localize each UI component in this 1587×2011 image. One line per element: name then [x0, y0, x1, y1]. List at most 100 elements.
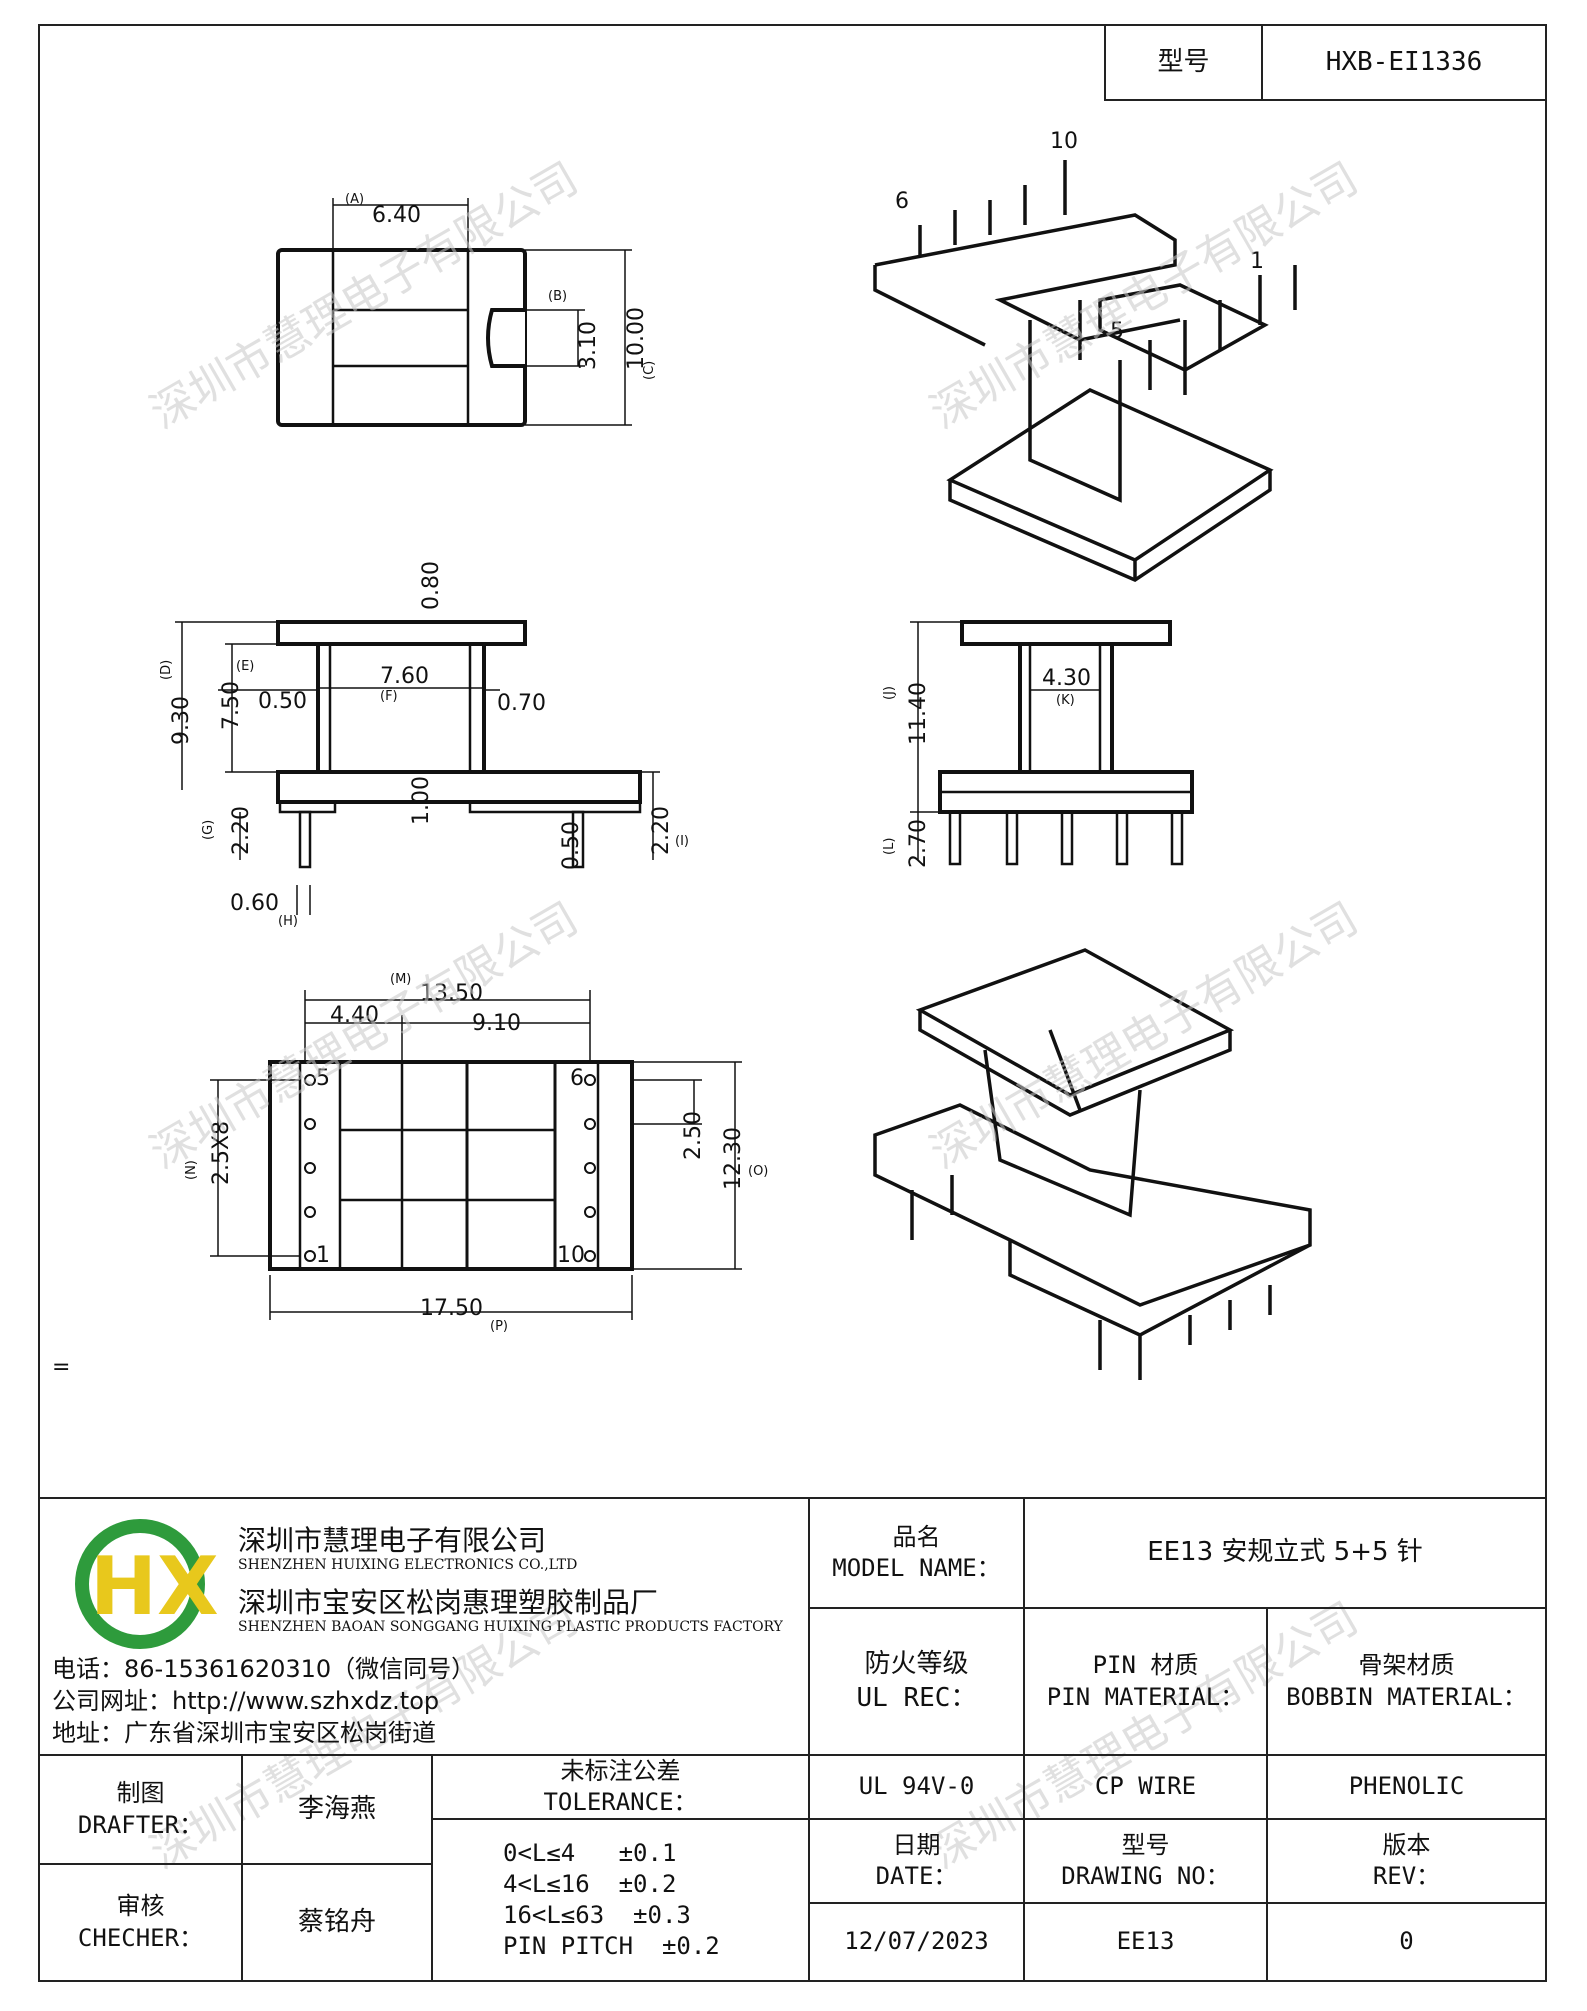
logo-text: HX	[90, 1540, 219, 1633]
checker-name-cell: 蔡铭舟	[241, 1863, 433, 1982]
pin-6-label: 6	[570, 1066, 584, 1091]
dim-k: 4.30	[1042, 666, 1091, 691]
dim-d-tag: (D)	[159, 660, 174, 680]
tolerance-row: 0<L≤4 ±0.1	[503, 1838, 677, 1867]
model-name-value: EE13 安规立式 5+5 针	[1147, 1537, 1423, 1568]
dim-b: 3.10	[576, 321, 601, 370]
front-view	[175, 620, 660, 915]
dim-k-tag: (K)	[1056, 693, 1075, 708]
dim-bottom-w1: 4.40	[330, 1003, 379, 1028]
dim-mid: 1.00	[409, 776, 434, 825]
dim-f-tag: (F)	[380, 689, 398, 704]
dim-c-tag: (C)	[642, 361, 657, 380]
bobbin-value: PHENOLIC	[1348, 1772, 1465, 1801]
fire-cn: 防火等级	[864, 1648, 969, 1679]
bobbin-en: BOBBIN MATERIAL：	[1286, 1682, 1527, 1711]
dim-j: 11.40	[906, 682, 931, 745]
tolerance-rows-cell: 0<L≤4 ±0.1 4<L≤16 ±0.2 16<L≤63 ±0.3 PIN …	[431, 1818, 810, 1982]
drafter-name-cell: 李海燕	[241, 1754, 433, 1865]
pin-cn: PIN 材质	[1092, 1651, 1199, 1680]
bottom-view-dims	[210, 990, 742, 1320]
factory-en: SHENZHEN BAOAN SONGGANG HUIXING PLASTIC …	[238, 1619, 783, 1635]
header-model-value-cell: HXB-EI1336	[1261, 24, 1547, 101]
checker-label-cell: 审核 CHECHER：	[38, 1863, 243, 1982]
company-cn: 深圳市慧理电子有限公司	[238, 1524, 547, 1557]
iso-pin-6: 6	[895, 189, 909, 214]
pin-1-label: 1	[316, 1243, 330, 1268]
bobbin-value-cell: PHENOLIC	[1266, 1754, 1547, 1820]
drawing-no-cn: 型号	[1121, 1830, 1170, 1859]
dim-e-tag: (E)	[236, 659, 254, 674]
tolerance-label-cell: 未标注公差 TOLERANCE：	[431, 1754, 810, 1820]
pin-5-label: 5	[316, 1066, 330, 1091]
side-view	[910, 620, 1194, 866]
model-name-value-cell: EE13 安规立式 5+5 针	[1023, 1497, 1547, 1609]
iso-view-top	[873, 160, 1297, 582]
address: 地址：广东省深圳市宝安区松岗街道	[52, 1719, 436, 1747]
dim-i-tag: (I)	[675, 834, 689, 849]
dim-e: 7.50	[219, 681, 244, 730]
tolerance-row: PIN PITCH ±0.2	[503, 1932, 720, 1961]
iso-pin-5: 5	[1110, 319, 1124, 344]
date-label-cell: 日期 DATE：	[808, 1818, 1025, 1904]
iso-pin-1: 1	[1250, 249, 1264, 274]
dim-d: 9.30	[169, 696, 194, 745]
checker-cn: 审核	[116, 1892, 165, 1921]
dim-b-tag: (B)	[548, 289, 567, 304]
dim-w2: 0.70	[497, 691, 546, 716]
fire-value-cell: UL 94V-0	[808, 1754, 1025, 1820]
tolerance-cn: 未标注公差	[560, 1756, 681, 1785]
dim-bottom-w2: 9.10	[472, 1011, 521, 1036]
dim-o-tag: (O)	[748, 1164, 768, 1179]
bottom-view	[268, 1060, 634, 1271]
drafter-name: 李海燕	[297, 1793, 376, 1824]
dim-w1: 0.50	[258, 689, 307, 714]
rev-cn: 版本	[1382, 1830, 1431, 1859]
bobbin-label-cell: 骨架材质 BOBBIN MATERIAL：	[1266, 1607, 1547, 1756]
dim-j-tag: (J)	[882, 686, 897, 700]
pin-10-label: 10	[557, 1243, 585, 1268]
fire-value: UL 94V-0	[858, 1772, 975, 1801]
fire-label-cell: 防火等级 UL REC：	[808, 1607, 1025, 1756]
dim-a-tag: (A)	[345, 192, 364, 207]
header-model-value: HXB-EI1336	[1325, 46, 1483, 77]
title-block	[38, 1497, 1547, 1982]
dim-top: 0.80	[419, 561, 444, 610]
dim-l: 2.70	[906, 819, 931, 868]
company-info: HX 深圳市慧理电子有限公司 SHENZHEN HUIXING ELECTRON…	[40, 1499, 810, 1749]
company-en: SHENZHEN HUIXING ELECTRONICS CO.,LTD	[238, 1557, 578, 1573]
dim-c: 10.00	[624, 307, 649, 370]
model-name-cn: 品名	[892, 1522, 941, 1551]
dim-m: 13.50	[420, 981, 483, 1006]
tolerance-row: 16<L≤63 ±0.3	[503, 1901, 691, 1929]
dim-pin-w: 0.50	[559, 821, 584, 870]
pin-value: CP WIRE	[1094, 1772, 1197, 1801]
dim-h: 0.60	[230, 891, 279, 916]
dim-n: 2.5X8	[209, 1121, 234, 1185]
date-en: DATE：	[875, 1862, 958, 1890]
dim-i: 2.20	[649, 806, 674, 855]
phone: 电话：86-15361620310（微信同号）	[52, 1655, 476, 1683]
drawing-no-value: EE13	[1116, 1927, 1175, 1956]
pin-value-cell: CP WIRE	[1023, 1754, 1268, 1820]
header-model-label: 型号	[1157, 46, 1210, 77]
model-name-label-cell: 品名 MODEL NAME：	[808, 1497, 1025, 1609]
top-view	[276, 198, 632, 427]
dim-m-tag: (M)	[390, 972, 411, 987]
dim-pitch: 2.50	[681, 1111, 706, 1160]
tolerance-row: 4<L≤16 ±0.2	[503, 1869, 677, 1898]
iso-pin-10: 10	[1050, 129, 1078, 154]
technical-drawing: 6.40 (A) 3.10 (B) 10.00 (C) 9.30 (D) 7.5…	[159, 129, 1312, 1380]
dim-o: 12.30	[721, 1127, 746, 1190]
dim-a: 6.40	[372, 203, 421, 228]
dim-g-tag: (G)	[201, 820, 216, 840]
dim-l-tag: (L)	[882, 838, 897, 855]
drawing-no-label-cell: 型号 DRAWING NO：	[1023, 1818, 1268, 1904]
rev-label-cell: 版本 REV：	[1266, 1818, 1547, 1904]
drafter-label-cell: 制图 DRAFTER：	[38, 1754, 243, 1865]
rev-en: REV：	[1372, 1862, 1441, 1890]
dim-p-tag: (P)	[490, 1319, 508, 1334]
checker-en: CHECHER：	[77, 1923, 204, 1952]
rev-value-cell: 0	[1266, 1902, 1547, 1982]
website: 公司网址：http://www.szhxdz.top	[52, 1687, 440, 1715]
